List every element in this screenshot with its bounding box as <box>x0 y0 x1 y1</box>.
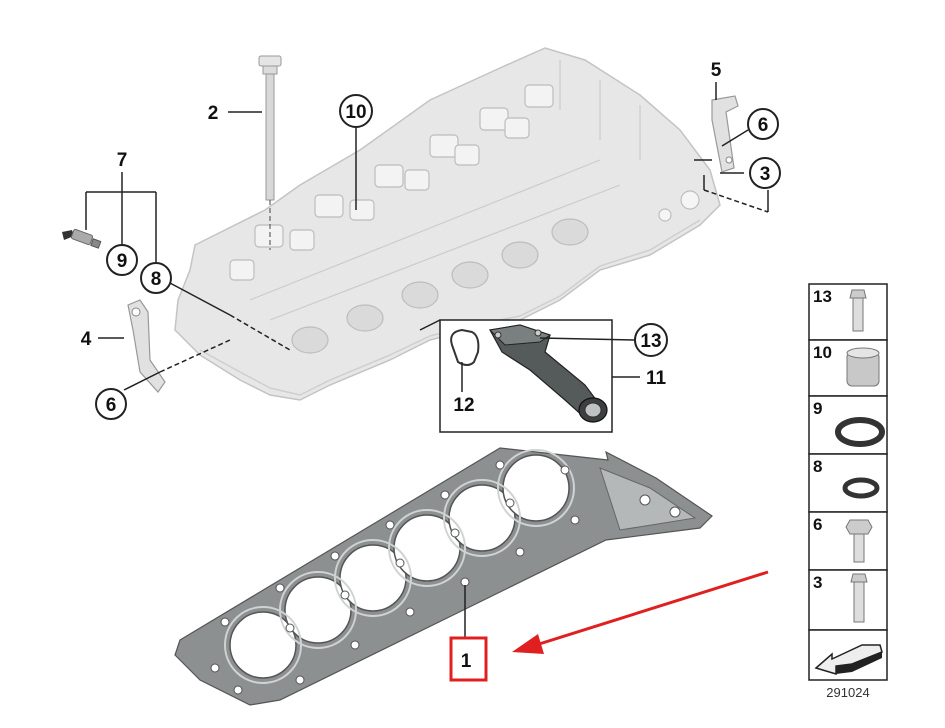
parts-legend: 13 10 9 8 6 <box>808 283 888 700</box>
diagram-reference: 291024 <box>826 685 869 700</box>
sensor <box>62 228 102 249</box>
callout-9-label: 9 <box>117 251 128 272</box>
callout-4: 4 <box>81 329 92 350</box>
legend-label-8: 8 <box>813 457 822 476</box>
highlight-box <box>449 636 488 682</box>
legend-label-3: 3 <box>813 573 822 592</box>
callout-10-label: 10 <box>345 102 366 123</box>
callout-13-label: 13 <box>640 331 661 352</box>
cylinder-head <box>174 47 721 401</box>
head-gasket <box>174 447 713 706</box>
legend-item-10: 10 <box>808 339 888 397</box>
callout-6-left-label: 6 <box>106 395 117 416</box>
legend-item-3: 3 <box>808 569 888 631</box>
callout-3: 3 <box>749 157 781 189</box>
legend-label-9: 9 <box>813 399 822 418</box>
legend-label-10: 10 <box>813 343 832 362</box>
callout-6-top: 6 <box>747 108 779 140</box>
callout-6-left: 6 <box>95 388 127 420</box>
callout-3-label: 3 <box>760 164 771 185</box>
callout-12: 12 <box>453 395 474 416</box>
callout-11: 11 <box>646 368 667 389</box>
bracket-left <box>127 299 166 393</box>
callout-9: 9 <box>106 244 138 276</box>
callouts: 2 10 5 6 3 7 9 8 4 6 1 <box>81 60 781 682</box>
callout-5: 5 <box>711 60 722 81</box>
callout-1: 1 <box>461 651 472 672</box>
bracket-top-right <box>711 95 739 173</box>
coolant-pipe-inset <box>439 319 613 433</box>
head-bolt <box>258 55 282 250</box>
legend-item-8: 8 <box>808 453 888 513</box>
callout-6-top-label: 6 <box>758 115 769 136</box>
legend-direction-box <box>808 629 888 681</box>
legend-item-9: 9 <box>808 395 888 455</box>
legend-label-13: 13 <box>813 287 832 306</box>
callout-8-label: 8 <box>151 269 162 290</box>
legend-item-6: 6 <box>808 511 888 571</box>
legend-label-6: 6 <box>813 515 822 534</box>
callout-2: 2 <box>208 103 219 124</box>
red-arrow <box>512 570 769 654</box>
callout-13: 13 <box>634 323 668 357</box>
leader-lines <box>85 82 769 638</box>
callout-8: 8 <box>140 262 172 294</box>
callout-10: 10 <box>339 94 373 128</box>
callout-7: 7 <box>117 150 128 171</box>
legend-item-13: 13 <box>808 283 888 341</box>
